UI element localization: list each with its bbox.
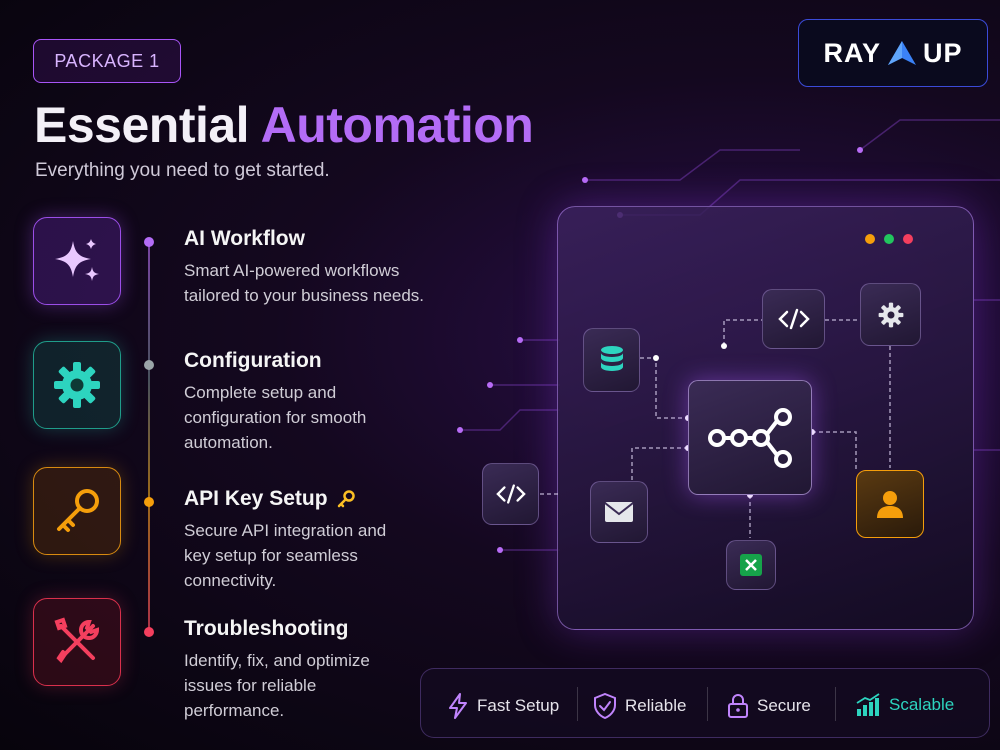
title-part-essential: Essential: [34, 97, 250, 153]
mail-icon: [604, 502, 634, 522]
page-title: Essential Automation: [34, 96, 534, 154]
api-key-icon-box: [33, 467, 121, 555]
database-node: [583, 328, 640, 392]
feature-title: Troubleshooting: [184, 617, 349, 640]
gear-icon: [54, 362, 100, 408]
code-icon: [777, 308, 810, 330]
feature-description: Complete setup and configuration for smo…: [184, 383, 367, 452]
ai-workflow-icon-box: [33, 217, 121, 305]
timeline-dot: [144, 237, 154, 247]
divider: [835, 687, 836, 721]
troubleshooting-icon-box: [33, 598, 121, 686]
code-node: [762, 289, 825, 349]
window-dot-red: [903, 234, 913, 244]
feature-timeline: [148, 242, 150, 634]
window-dot-orange: [865, 234, 875, 244]
key-emoji-icon: [337, 490, 355, 508]
benefit-label: Scalable: [889, 695, 955, 714]
timeline-dot: [144, 627, 154, 637]
workflow-hub-node: [688, 380, 812, 495]
feature-title: API Key Setup: [184, 487, 356, 511]
key-icon: [57, 489, 99, 532]
spreadsheet-node: [726, 540, 776, 590]
divider: [707, 687, 708, 721]
configuration-icon-box: [33, 341, 121, 429]
package-badge: PACKAGE 1: [33, 39, 181, 83]
lock-icon: [728, 694, 748, 718]
lightning-icon: [449, 693, 467, 719]
logo-text-up: UP: [923, 37, 963, 68]
logo-arrow-icon: [888, 41, 916, 65]
shield-check-icon: [594, 693, 616, 719]
title-part-automation: Automation: [260, 97, 534, 153]
spreadsheet-icon: [740, 554, 762, 576]
settings-node: [860, 283, 921, 346]
workflow-icon: [708, 407, 792, 468]
code-node-outer: [482, 463, 539, 525]
feature-title-text: API Key Setup: [184, 487, 328, 510]
window-dot-green: [884, 234, 894, 244]
page-subtitle: Everything you need to get started.: [35, 160, 330, 181]
user-icon: [877, 491, 903, 518]
timeline-dot: [144, 360, 154, 370]
rayup-logo: RAY UP: [798, 19, 988, 87]
benefit-fast-setup: Fast Setup: [447, 693, 559, 719]
benefit-scalable: Scalable: [855, 693, 954, 717]
feature-description: Smart AI-powered workflows tailored to y…: [184, 261, 425, 305]
tools-icon: [54, 617, 100, 664]
benefit-secure: Secure: [727, 693, 811, 719]
user-node: [856, 470, 924, 538]
benefits-bar: Fast Setup Reliable Secure: [420, 668, 990, 738]
feature-title: AI Workflow: [184, 227, 305, 250]
window-dots: [865, 234, 913, 244]
benefit-label: Fast Setup: [477, 696, 560, 715]
feature-description: Identify, fix, and optimize issues for r…: [184, 651, 370, 720]
timeline-dot: [144, 497, 154, 507]
sparkle-icon: [55, 239, 99, 281]
benefit-reliable: Reliable: [593, 693, 686, 719]
benefit-label: Reliable: [625, 696, 687, 715]
code-icon: [495, 484, 526, 504]
gear-icon: [878, 302, 903, 327]
database-icon: [600, 346, 623, 371]
mail-node: [590, 481, 648, 543]
feature-title: Configuration: [184, 349, 322, 372]
logo-text-ray: RAY: [823, 37, 881, 68]
feature-description: Secure API integration and key setup for…: [184, 521, 387, 590]
benefit-label: Secure: [757, 696, 811, 715]
growth-chart-icon: [856, 693, 880, 716]
divider: [577, 687, 578, 721]
